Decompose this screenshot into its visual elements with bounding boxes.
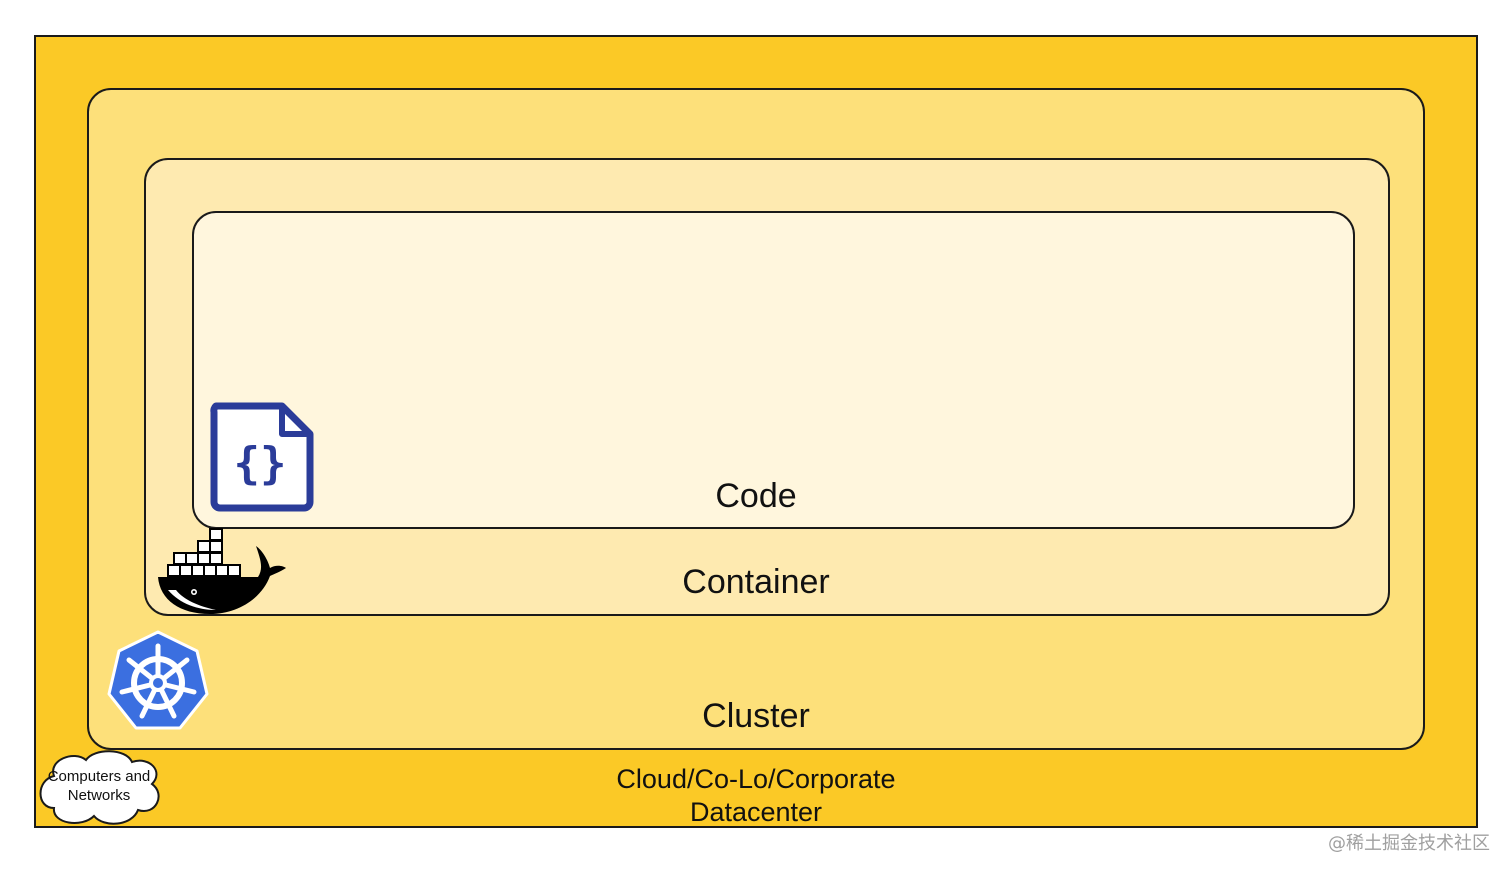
cloud-icon xyxy=(39,750,160,825)
code-file-icon: {} xyxy=(210,402,314,512)
watermark: @稀土掘金技术社区 xyxy=(1328,833,1490,854)
datacenter-label-line1: Cloud/Co-Lo/Corporate xyxy=(616,764,896,794)
docker-whale-icon xyxy=(158,528,286,614)
kubernetes-helm-icon xyxy=(107,630,209,730)
cluster-label: Cluster xyxy=(702,697,810,735)
datacenter-label-line2: Datacenter xyxy=(689,797,823,827)
code-layer xyxy=(192,211,1355,529)
svg-text:{}: {} xyxy=(234,438,287,489)
code-label: Code xyxy=(715,477,797,515)
container-label: Container xyxy=(682,563,830,601)
cloud-label-line2: Networks xyxy=(67,787,131,804)
cloud-label-line1: Computers and xyxy=(47,768,151,785)
